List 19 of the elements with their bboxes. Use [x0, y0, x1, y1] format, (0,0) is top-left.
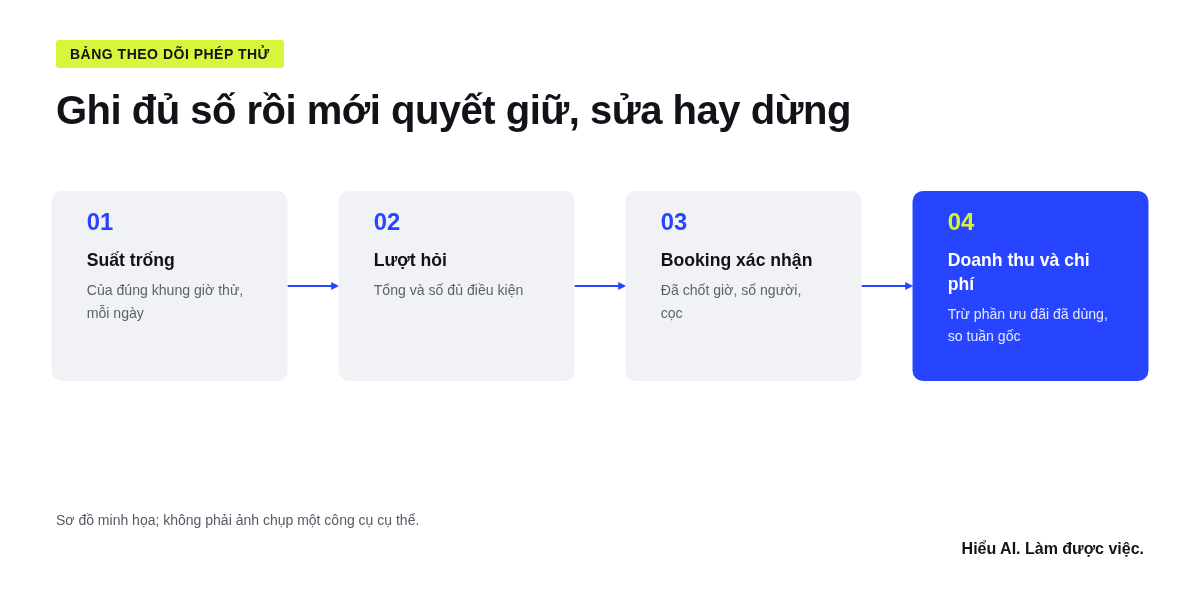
arrow: [286, 282, 339, 290]
step-number: 04: [947, 208, 976, 236]
step-description: Trừ phần ưu đãi đã dùng, so tuần gốc: [947, 305, 1109, 346]
title: Ghi đủ số rồi mới quyết giữ, sửa hay dừng: [56, 88, 851, 133]
step-heading: Lượt hỏi: [373, 248, 448, 272]
arrow: [573, 282, 626, 290]
step-description: Đã chốt giờ, số người, cọc: [660, 281, 803, 323]
step-heading: Suất trống: [86, 248, 176, 272]
tagline: Hiểu AI. Làm được việc.: [961, 540, 1144, 558]
step-number: 03: [660, 208, 689, 236]
caption: Sơ đồ minh họa; không phải ảnh chụp một công cụ cụ thể.: [56, 512, 420, 528]
arrow: [860, 282, 913, 290]
step-number: 01: [86, 208, 115, 236]
step-description: Tổng và số đủ điều kiện: [373, 281, 525, 300]
step-heading: Booking xác nhận: [660, 248, 814, 272]
step-number: 02: [373, 208, 402, 236]
step-heading: Doanh thu và chi phí: [947, 248, 1091, 296]
category-tag: BẢNG THEO DÕI PHÉP THỬ: [56, 40, 284, 68]
step-description: Của đúng khung giờ thử, mỗi ngày: [86, 281, 245, 323]
